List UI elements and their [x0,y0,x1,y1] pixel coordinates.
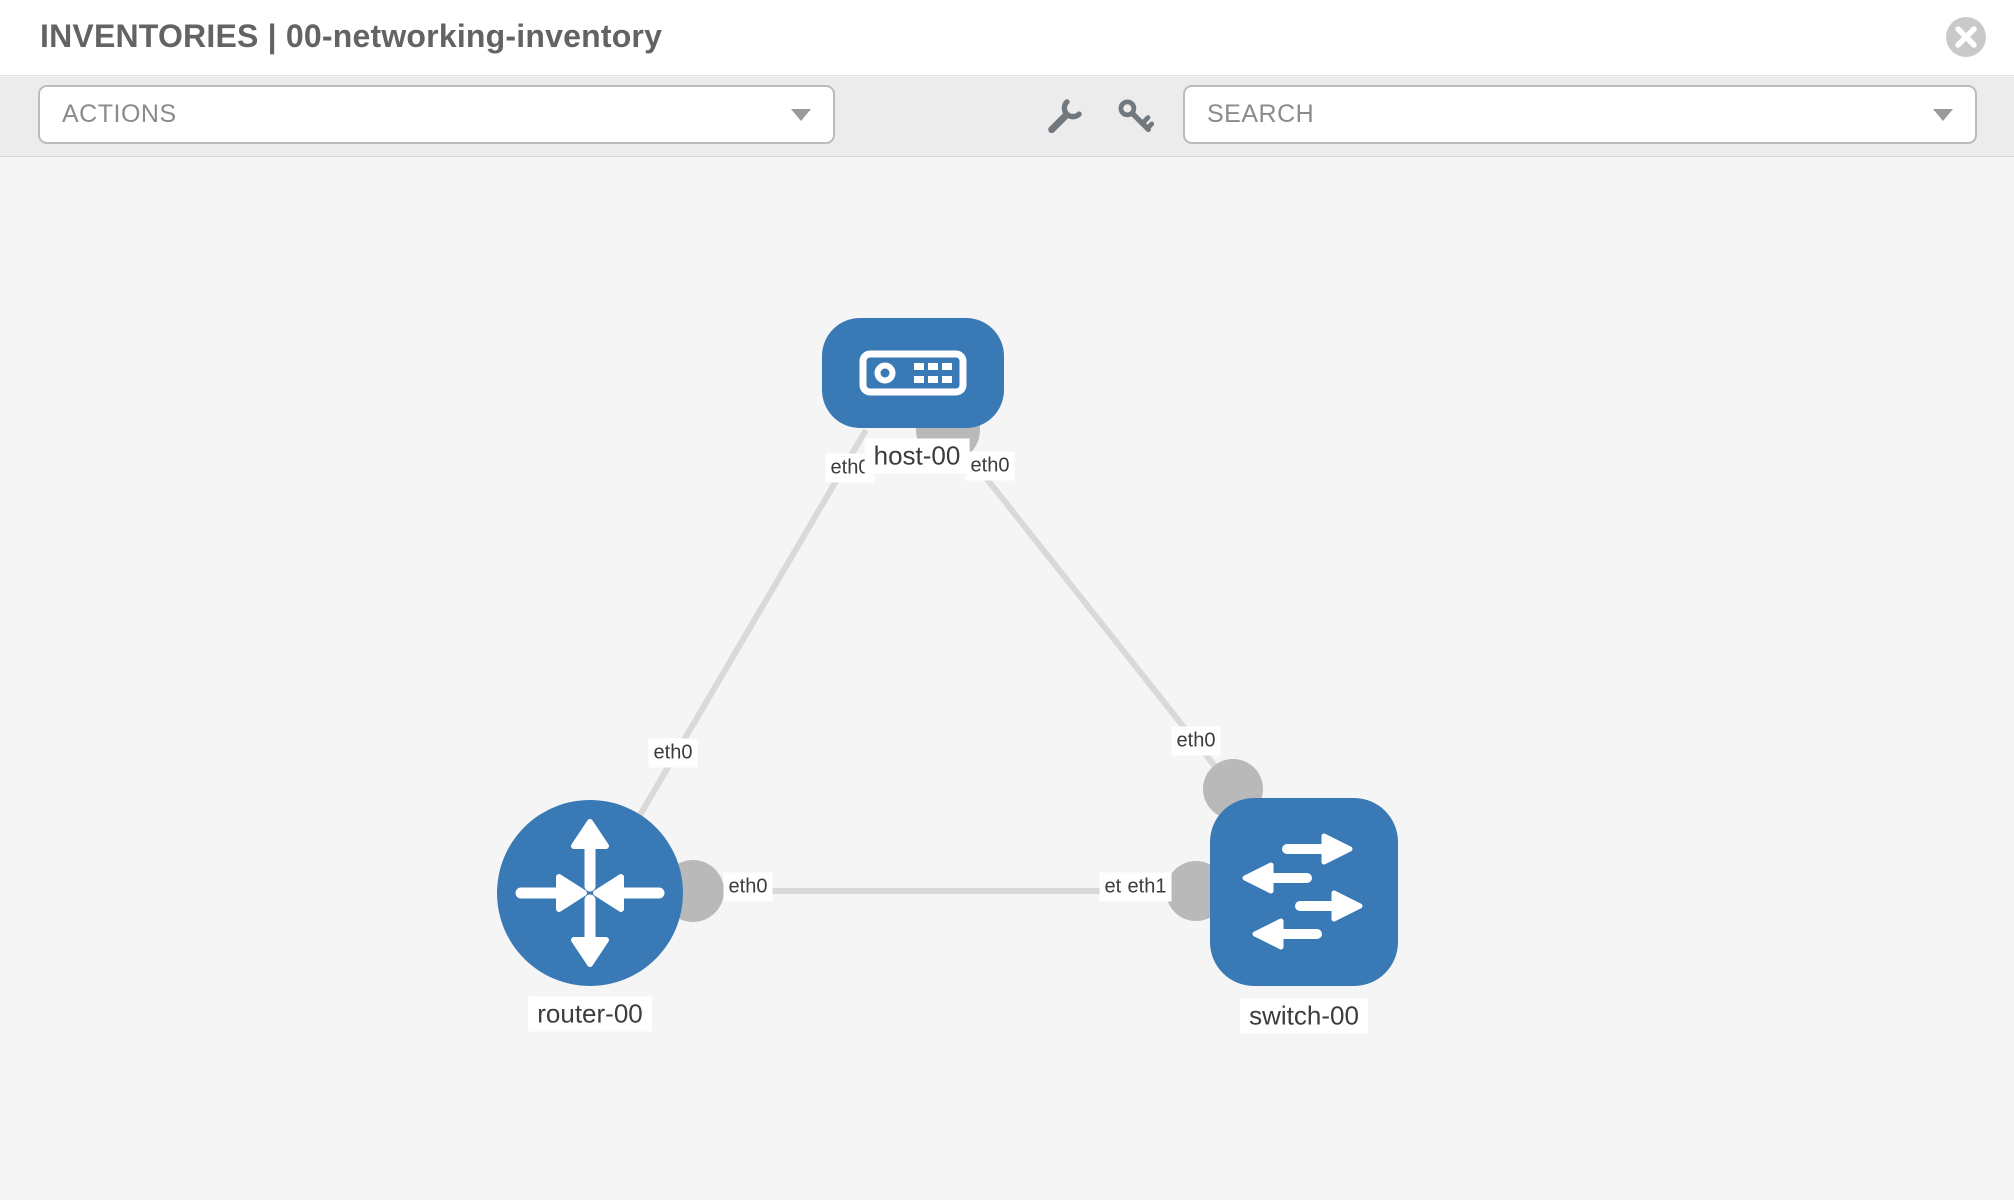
actions-dropdown-label: ACTIONS [62,100,177,128]
interface-label: eth0 [723,872,773,902]
key-icon[interactable] [1116,97,1154,135]
node-host-00[interactable] [822,318,1004,428]
interface-label: eth0 [965,451,1015,481]
node-switch-00[interactable] [1210,798,1398,986]
interface-label: eth0 [1171,726,1221,756]
interface-label: eth1 [1122,872,1172,902]
actions-dropdown[interactable]: ACTIONS [38,85,835,144]
chevron-down-icon [1933,108,1953,121]
node-router-00[interactable] [497,800,683,986]
topology-canvas[interactable]: eth0 eth0 eth0 eth0 eth0 eth0 eth1 host-… [0,158,2014,1200]
node-label-switch-00: switch-00 [1240,998,1368,1034]
search-dropdown[interactable]: SEARCH [1183,85,1977,144]
chevron-down-icon [791,108,811,121]
close-button[interactable] [1946,17,1986,57]
server-icon [822,318,1004,428]
search-dropdown-label: SEARCH [1207,100,1315,128]
header: INVENTORIES | 00-networking-inventory [0,0,2014,76]
close-icon [1955,26,1977,48]
node-label-router-00: router-00 [528,996,652,1032]
switch-arrows-icon [1210,798,1398,986]
interface-label: eth0 [648,738,698,768]
topology-graph [637,398,1263,922]
node-label-host-00: host-00 [864,438,970,474]
page-title: INVENTORIES | 00-networking-inventory [40,18,663,54]
toolbar: ACTIONS SEARCH [0,77,2014,157]
router-arrows-icon [497,800,683,986]
wrench-icon[interactable] [1046,97,1084,135]
